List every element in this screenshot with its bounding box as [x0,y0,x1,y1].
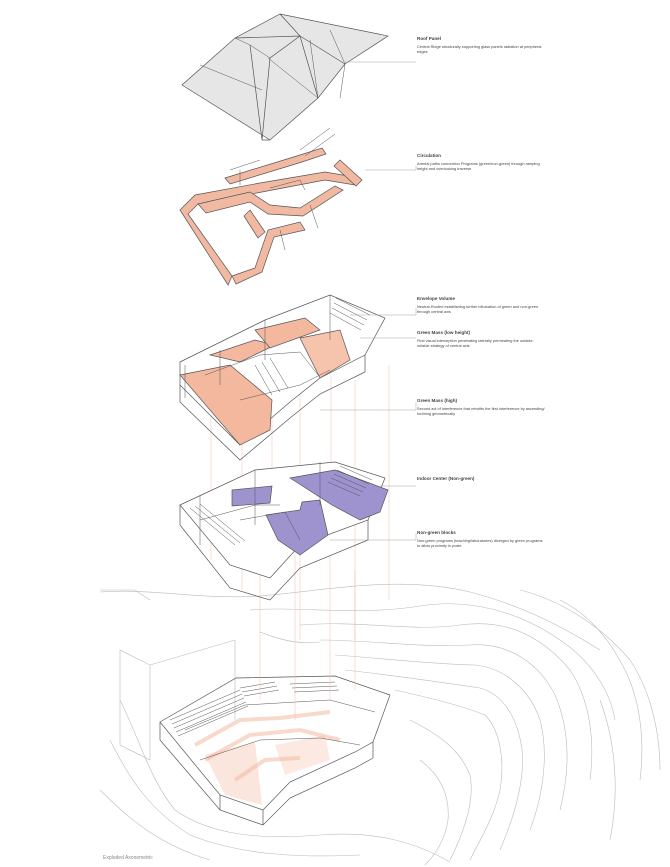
ground-assembly [159,675,391,826]
annotation-roof-panel: Roof Panel Central Ridge structurally su… [417,36,545,54]
level3-stair-hatch [254,297,371,396]
ground-building-outline [159,739,374,826]
circulation-lower-path [231,221,306,285]
ground-circulation-trace [194,710,341,782]
contour-line [319,639,568,811]
contour-line [519,589,661,771]
roof-ridge [234,13,346,141]
context-building [149,639,236,720]
level-green [179,294,386,461]
contour-line [99,789,211,861]
level4-stair-hatch [189,465,373,546]
green-mass-low [179,364,273,446]
annotation-title: Indoor Center (Non-green) [417,476,475,481]
site-context-buildings [100,589,236,761]
site-terrain [99,583,661,866]
context-building [100,589,151,601]
level4-walls [199,462,321,545]
nongreen-block [265,499,329,556]
contour-line [334,654,545,831]
annotation-description: Arterial paths connection Programs (gree… [417,161,540,171]
annotation-indoor-center: Indoor Center (Non-green) [417,476,545,484]
annotation-description: Non-green programs (teaching/laboratorie… [417,538,543,548]
roof-panel [181,13,389,141]
nongreen-block [231,485,273,507]
annotation-description: Neutral-Roofed establishing further bifu… [417,304,539,314]
annotation-green-mass-high: Green Mass (high) Second act of interfer… [417,398,545,416]
annotation-circulation: Circulation Arterial paths connection Pr… [417,153,545,171]
annotation-title: Non-green blocks [417,530,456,535]
level3-walls [184,295,331,401]
contour-line [599,699,616,841]
annotation-description: First visual interception penetrating la… [417,338,534,348]
circulation-spine [197,185,344,217]
level3-base [179,355,366,461]
annotation-description: Second act of interference that retrofit… [417,406,545,416]
contour-line [409,719,472,861]
contour-line [344,669,523,851]
circulation-branch [333,159,363,187]
green-mass-high [299,329,351,379]
ground-building-inner [184,699,376,761]
contour-line [559,599,643,781]
ground-green-trace [275,735,330,775]
ground-stair-hatch [169,681,340,737]
contour-line [299,623,593,781]
context-building [119,649,151,761]
contour-line [259,631,321,644]
ground-green-trace [205,742,262,805]
diagram-caption: Exploded Axonometric [103,855,153,861]
annotation-green-mass-low: Green Mass (low height) First visual int… [417,330,545,348]
contour-line [99,583,601,651]
annotation-title: Green Mass (high) [417,398,458,403]
contour-line [119,699,451,863]
level-roof [181,13,389,141]
annotation-description: Central Ridge structurally supporting gl… [417,44,542,54]
annotation-non-green-blocks: Non-green blocks Non-green programs (tea… [417,530,545,548]
level-circulation [179,127,363,286]
ground-building-outline [159,722,374,825]
annotation-leaders [320,61,417,541]
nongreen-block [289,469,389,521]
annotation-envelope-volume: Envelope Volume Neutral-Roofed establish… [417,296,545,314]
circulation-branch [243,209,266,239]
roof-panel-lines [199,29,346,99]
annotation-title: Roof Panel [417,36,441,41]
circulation-branch [224,147,327,185]
annotation-title: Envelope Volume [417,296,455,301]
ground-building-outline [159,675,391,811]
annotation-title: Green Mass (low height) [417,330,471,335]
circulation-rails [229,127,336,251]
contour-line [394,689,503,861]
contour-line [109,739,361,857]
contour-line [249,603,616,721]
annotation-title: Circulation [417,153,441,158]
level-nongreen [179,461,389,601]
